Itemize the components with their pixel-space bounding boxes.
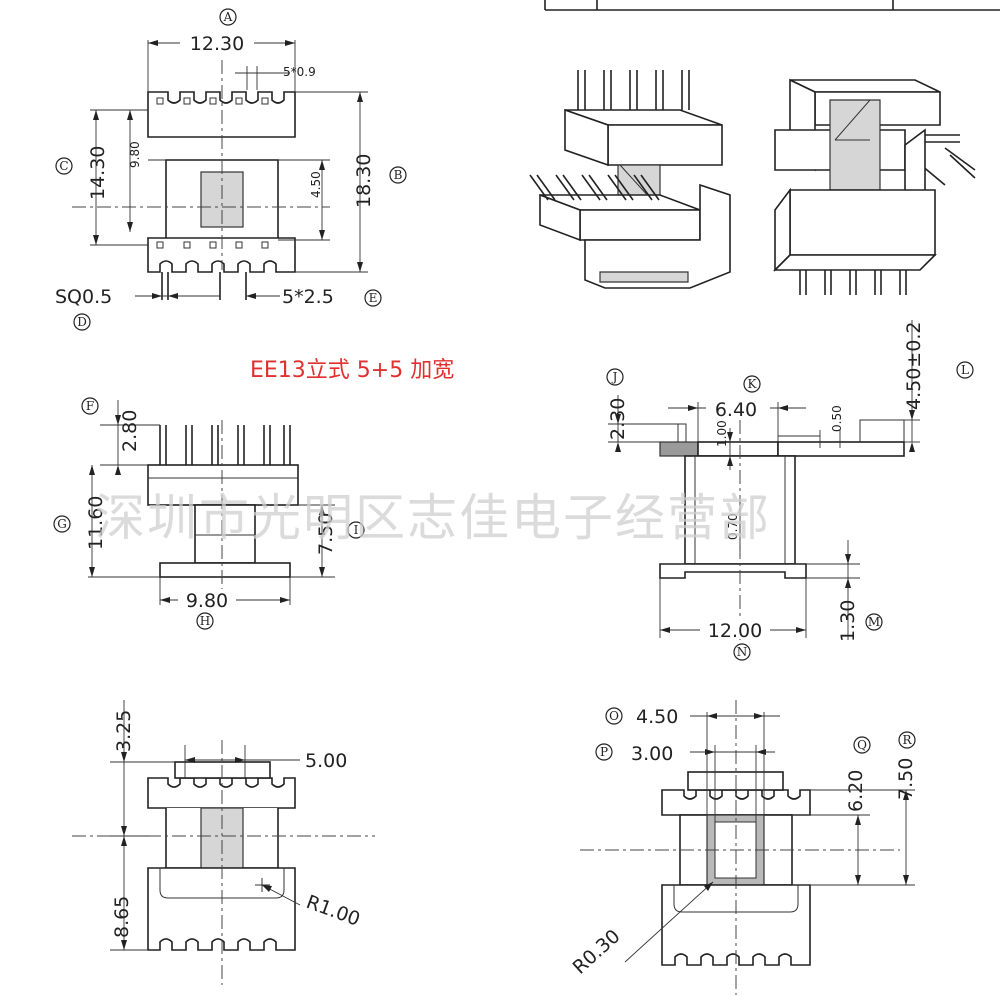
dim-inner: 9.80 <box>128 141 142 168</box>
dim-flange: 1.00 <box>715 420 729 447</box>
dim-total-h: 7.50 <box>895 758 917 800</box>
dim-radius: R0.30 <box>569 925 625 978</box>
label-i: I <box>354 523 359 537</box>
view-top-left: 12.30 A 5*0.9 <box>55 8 407 331</box>
label-r: R <box>902 733 912 747</box>
dim-base-w: 9.80 <box>186 590 228 612</box>
view-bottom-right: O P Q R 4.50 3.00 <box>569 700 917 995</box>
dim-window: 4.50 <box>309 171 323 198</box>
dim-base: 12.00 <box>708 620 762 642</box>
label-j: J <box>611 370 618 384</box>
isometric-view-left <box>529 70 731 289</box>
dim-inner: 3.00 <box>631 743 673 765</box>
dim-wall: 0.70 <box>726 513 740 540</box>
label-c: C <box>59 159 68 173</box>
view-bottom-left: 3.25 5.00 8.65 R1.00 <box>72 700 375 985</box>
label-m: M <box>868 615 880 629</box>
dim-bottom: 8.65 <box>111 896 133 938</box>
dim-pitch: 5*2.5 <box>282 286 334 308</box>
dim-pin-space: 5*0.9 <box>283 65 316 79</box>
dim-pin-sq: SQ0.5 <box>55 286 112 308</box>
label-g: G <box>57 517 67 531</box>
dim-top: 3.25 <box>113 710 135 752</box>
label-a: A <box>223 10 233 24</box>
dim-overall: 14.30 <box>87 146 109 200</box>
label-n: N <box>737 645 748 659</box>
dim-height: 18.30 <box>353 154 375 208</box>
view-side-left: F 2.80 11.60 G <box>53 397 365 630</box>
label-q: Q <box>857 738 867 752</box>
label-e: E <box>369 291 378 305</box>
dim-outer: 4.50 <box>636 706 678 728</box>
dim-radius: R1.00 <box>303 891 363 931</box>
label-d: D <box>77 315 87 329</box>
dim-slot: 5.00 <box>305 750 347 772</box>
dim-top-w: 6.40 <box>715 399 757 421</box>
dim-body-h: 11.60 <box>85 496 107 550</box>
label-k: K <box>748 377 758 391</box>
dim-width: 12.30 <box>190 33 244 55</box>
dim-pin-top: 2.30 <box>607 398 629 440</box>
dim-base-h: 1.30 <box>837 600 859 642</box>
dim-pin-len: 2.80 <box>119 410 141 452</box>
label-o: O <box>609 709 619 723</box>
label-f: F <box>86 399 94 413</box>
label-h: H <box>200 614 210 628</box>
dim-pin-off: 0.50 <box>830 405 844 432</box>
dim-pin-h: 4.50±0.2 <box>903 322 925 410</box>
drawing-title: EE13立式 5+5 加宽 <box>250 358 454 383</box>
table-fragment <box>544 0 1000 11</box>
label-p: P <box>600 745 608 759</box>
view-side-right: J K L 2.30 6.40 <box>606 320 974 661</box>
label-l: L <box>961 363 969 377</box>
dim-core-h: 7.50 <box>315 513 337 555</box>
dim-win-h: 6.20 <box>845 770 867 812</box>
isometric-view-right <box>773 78 976 295</box>
label-b: B <box>394 168 403 182</box>
watermark-text: 深圳市光明区志佳电子经营部 <box>95 489 771 547</box>
